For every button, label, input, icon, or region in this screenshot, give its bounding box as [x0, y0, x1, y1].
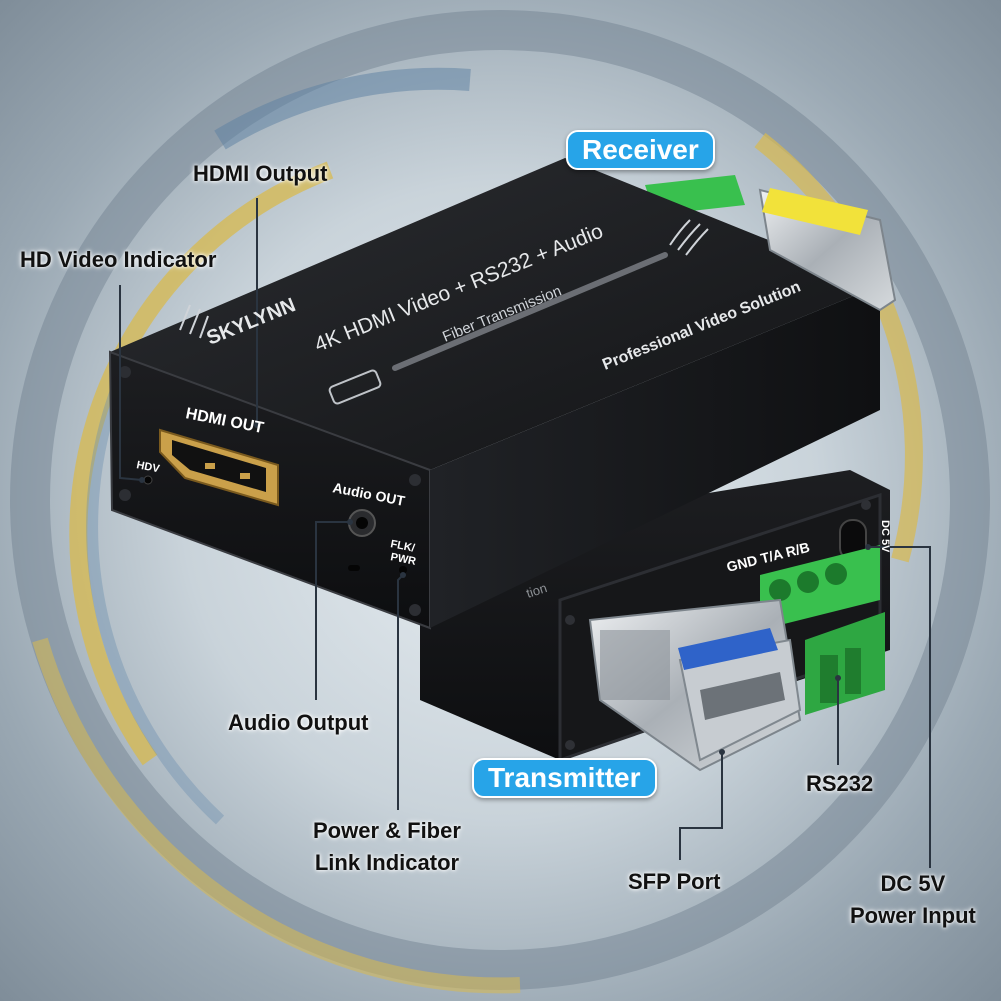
transmitter-unit: [420, 470, 890, 772]
power-fiber-line-1: Power & Fiber: [313, 818, 461, 843]
audio-output-callout: Audio Output: [228, 710, 369, 735]
sfp-port-callout: SFP Port: [628, 869, 721, 894]
hdv-label: HDV: [135, 459, 161, 475]
flk-pwr-label-2: PWR: [389, 551, 417, 568]
rs232-callout: RS232: [806, 771, 874, 796]
receiver-badge: Receiver: [566, 130, 715, 170]
dc-5v-device-label: DC 5V: [879, 520, 891, 553]
dc-5v-line-2: Power Input: [850, 902, 976, 928]
callout-leader-lines: [119, 198, 931, 868]
power-fiber-indicator-callout: Power & Fiber Link Indicator: [313, 815, 461, 879]
transmitter-badge: Transmitter: [472, 758, 657, 798]
receiver-unit: [108, 158, 897, 630]
hdmi-output-callout: HDMI Output: [193, 161, 328, 186]
dc-5v-line-1: DC 5V: [880, 871, 946, 896]
hd-video-indicator-callout: HD Video Indicator: [20, 247, 217, 272]
power-fiber-line-2: Link Indicator: [314, 849, 460, 875]
background-rings: [10, 10, 990, 994]
dc-5v-power-input-callout: DC 5V Power Input: [850, 868, 976, 932]
transmitter-partial-text: tion: [524, 580, 549, 601]
flk-pwr-label-1: FLK/: [389, 538, 415, 554]
